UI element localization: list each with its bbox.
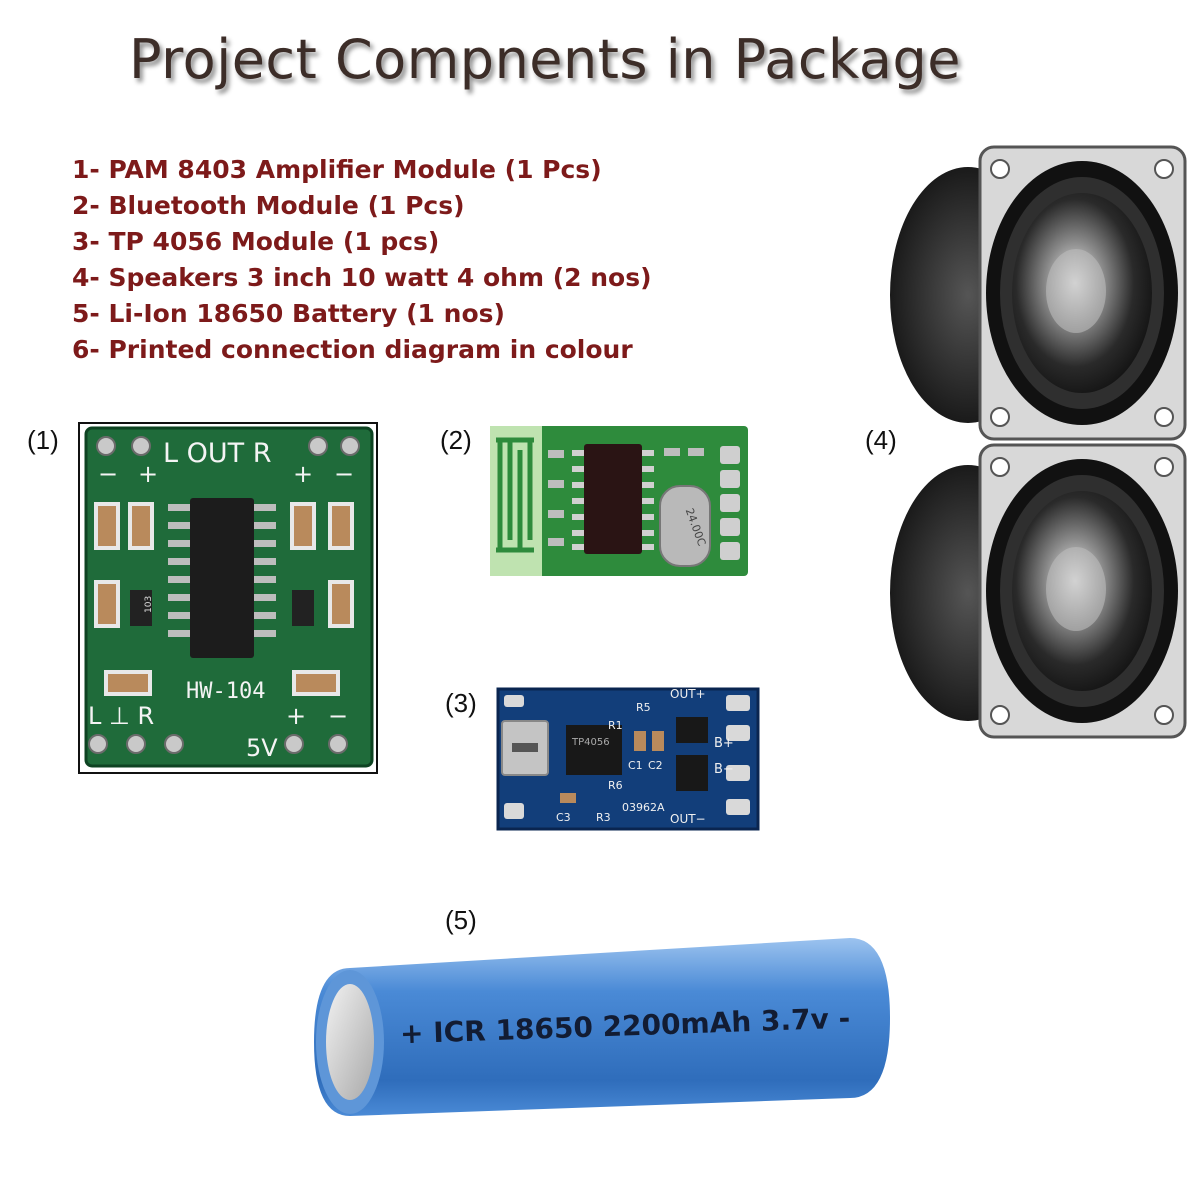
amp-plus-left: + bbox=[138, 460, 158, 488]
charger-b-plus: B+ bbox=[714, 736, 734, 751]
charger-c3: C3 bbox=[556, 811, 571, 824]
charger-r1: R1 bbox=[608, 719, 623, 732]
tag-5: (5) bbox=[445, 905, 477, 935]
amp-top-label: L OUT R bbox=[163, 438, 271, 469]
battery-image: + ICR 18650 2200mAh 3.7v - bbox=[314, 938, 890, 1116]
charger-chip-label: TP4056 bbox=[571, 737, 610, 748]
charger-c2: C2 bbox=[648, 759, 663, 772]
amp-plus-bottom: + bbox=[286, 702, 306, 730]
amp-minus-right: − bbox=[334, 460, 354, 488]
speaker-bottom bbox=[890, 443, 1187, 739]
page-title: Project Compnents in Package bbox=[129, 28, 961, 91]
component-list: 1- PAM 8403 Amplifier Module (1 Pcs) 2- … bbox=[72, 152, 652, 368]
bluetooth-module-image: 24.00C bbox=[490, 426, 748, 576]
list-item: 4- Speakers 3 inch 10 watt 4 ohm (2 nos) bbox=[72, 263, 652, 292]
tag-4: (4) bbox=[865, 425, 897, 455]
list-item: 5- Li-Ion 18650 Battery (1 nos) bbox=[72, 299, 505, 328]
amp-plus-right: + bbox=[293, 460, 313, 488]
charger-r6: R6 bbox=[608, 779, 623, 792]
charger-module-image: TP4056 OUT+ OUT− B+ B− 03962A R1 R5 R6 C… bbox=[496, 687, 760, 831]
charger-r5: R5 bbox=[636, 701, 651, 714]
amp-model-label: HW-104 bbox=[186, 679, 265, 704]
amp-chip-code: 103 bbox=[144, 596, 154, 613]
charger-b-minus: B− bbox=[714, 762, 734, 777]
speaker-top bbox=[890, 145, 1187, 441]
list-item: 3- TP 4056 Module (1 pcs) bbox=[72, 227, 440, 256]
amp-left-pins: L ⊥ R bbox=[88, 702, 154, 730]
list-item: 2- Bluetooth Module (1 Pcs) bbox=[72, 191, 465, 220]
charger-code: 03962A bbox=[622, 801, 665, 814]
list-item: 1- PAM 8403 Amplifier Module (1 Pcs) bbox=[72, 155, 602, 184]
speakers-image bbox=[890, 145, 1187, 739]
charger-out-minus: OUT− bbox=[670, 812, 706, 826]
tag-3: (3) bbox=[445, 688, 477, 718]
charger-r3: R3 bbox=[596, 811, 611, 824]
charger-c1: C1 bbox=[628, 759, 643, 772]
list-item: 6- Printed connection diagram in colour bbox=[72, 335, 633, 364]
amp-power-label: 5V bbox=[246, 734, 278, 762]
tag-2: (2) bbox=[440, 425, 472, 455]
amplifier-module-image: L OUT R − + + − 103 HW-104 L ⊥ R + − 5V bbox=[78, 422, 378, 774]
amp-minus-bottom: − bbox=[328, 702, 348, 730]
charger-out-plus: OUT+ bbox=[670, 687, 706, 701]
tag-1: (1) bbox=[27, 425, 59, 455]
amp-minus-left: − bbox=[98, 460, 118, 488]
